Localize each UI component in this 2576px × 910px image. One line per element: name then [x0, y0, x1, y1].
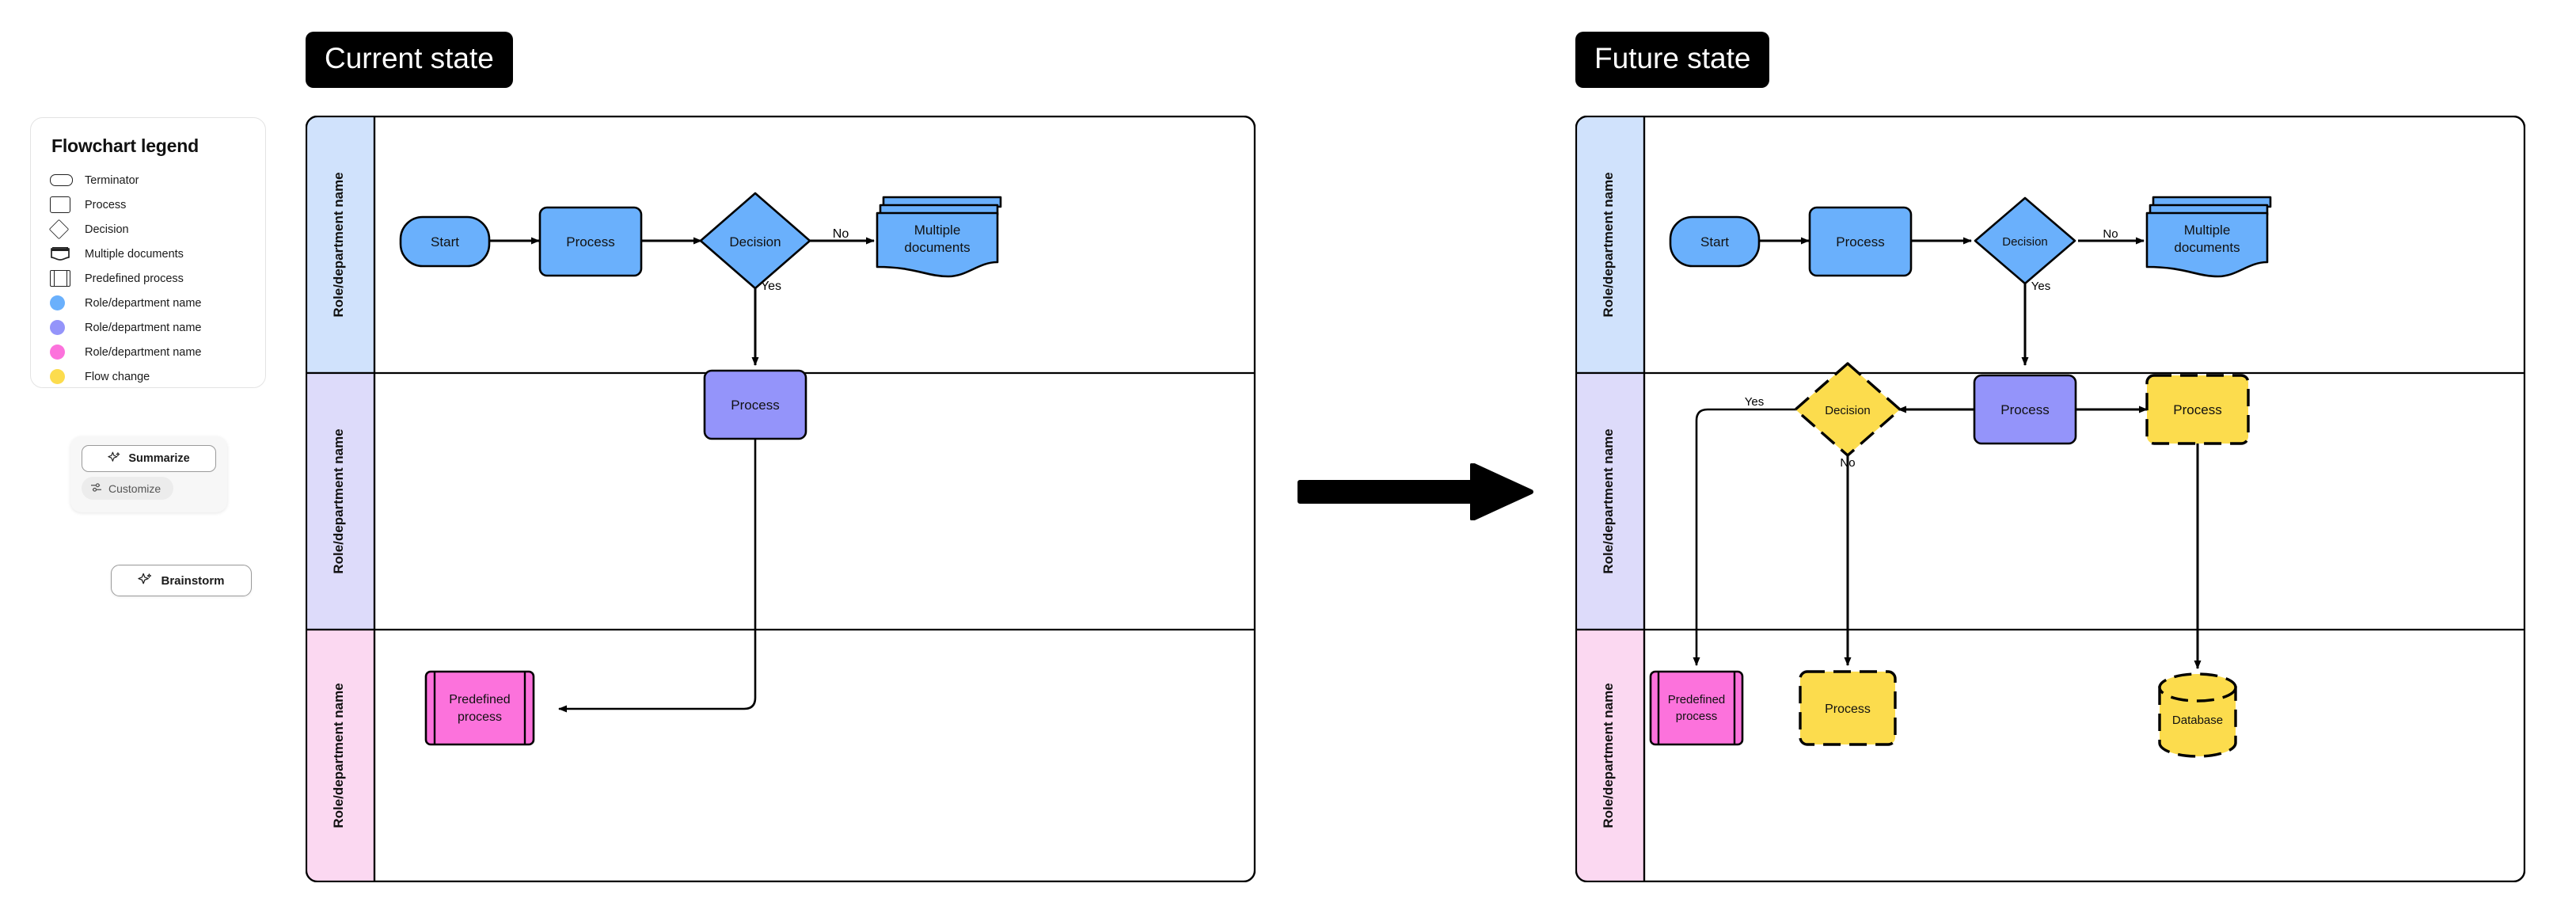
flowchart-legend: Flowchart legend Terminator Process Deci…	[30, 117, 266, 388]
edge-label-yes: Yes	[1745, 395, 1764, 409]
node-label: Decision	[729, 234, 781, 249]
lane-header-2	[306, 628, 376, 882]
summarize-label: Summarize	[128, 452, 190, 465]
node-label-line1: Multiple	[2184, 223, 2231, 238]
sliders-icon	[90, 482, 102, 495]
node-label-line1: Multiple	[914, 223, 961, 238]
node-predefined-process[interactable]: Predefined process	[1649, 670, 1744, 746]
edge-label-no: No	[2103, 227, 2118, 241]
edge-decision2-predefined	[1693, 408, 1797, 666]
node-multiple-documents[interactable]: Multiple documents	[876, 196, 1002, 278]
legend-item-label: Terminator	[85, 173, 139, 187]
legend-item-predefined-process: Predefined process	[50, 266, 246, 291]
node-label-line1: Predefined	[449, 693, 510, 706]
node-label: Decision	[1825, 404, 1871, 417]
process-icon	[50, 196, 85, 213]
node-label: Database	[2172, 714, 2223, 727]
current-state-badge: Current state	[306, 32, 513, 88]
legend-item-label: Flow change	[85, 370, 150, 383]
edge-label-yes: Yes	[2031, 280, 2050, 293]
lane-label: Role/department name	[331, 428, 346, 573]
edge-label-yes: Yes	[761, 280, 781, 293]
node-label: Process	[2000, 402, 2049, 417]
legend-title: Flowchart legend	[51, 135, 199, 156]
legend-item-label: Role/department name	[85, 345, 202, 359]
node-process-2[interactable]: Process	[703, 369, 807, 440]
dot-purple-icon	[50, 320, 85, 335]
legend-item-label: Predefined process	[85, 272, 184, 285]
future-state-badge: Future state	[1575, 32, 1770, 88]
node-label-line2: documents	[2174, 240, 2240, 255]
dot-yellow-icon	[50, 369, 85, 384]
transition-arrow	[1297, 463, 1534, 524]
customize-button[interactable]: Customize	[82, 477, 174, 500]
node-label: Start	[431, 234, 459, 249]
lane-label: Role/department name	[331, 683, 346, 828]
legend-item-label: Role/department name	[85, 321, 202, 334]
legend-item-role-blue: Role/department name	[50, 291, 246, 315]
legend-item-terminator: Terminator	[50, 168, 246, 192]
dot-pink-icon	[50, 345, 85, 360]
current-state-diagram[interactable]: Role/department name Role/department nam…	[306, 116, 1256, 882]
node-database[interactable]: Database	[2158, 672, 2237, 758]
dot-blue-icon	[50, 295, 85, 310]
node-process-3[interactable]: Process	[2145, 374, 2250, 445]
node-process-4[interactable]: Process	[1799, 670, 1897, 746]
lane-label: Role/department name	[1601, 683, 1616, 828]
node-label: Process	[566, 234, 614, 249]
node-label: Decision	[2002, 235, 2048, 249]
predefined-process-icon	[50, 270, 85, 287]
node-label: Start	[1700, 234, 1729, 249]
future-state-diagram[interactable]: Role/department name Role/department nam…	[1575, 116, 2525, 882]
node-label-line2: process	[1676, 710, 1718, 723]
node-label-line1: Predefined	[1668, 693, 1726, 706]
edge-process2-predefined	[558, 391, 757, 713]
node-label: Process	[731, 398, 779, 413]
legend-item-role-pink: Role/department name	[50, 340, 246, 364]
edge-label-no: No	[833, 227, 849, 241]
legend-item-role-purple: Role/department name	[50, 315, 246, 340]
node-start[interactable]: Start	[1669, 215, 1761, 268]
node-label: Process	[1836, 234, 1884, 249]
node-label-line2: process	[458, 710, 502, 724]
lane-label: Role/department name	[331, 172, 346, 317]
sparkle-icon	[138, 572, 153, 590]
node-process-1[interactable]: Process	[538, 206, 643, 277]
brainstorm-button[interactable]: Brainstorm	[111, 565, 252, 596]
multiple-documents-icon	[50, 246, 85, 263]
node-label: Process	[1825, 702, 1871, 716]
ai-toolbar-summarize: Summarize Customize	[70, 436, 227, 512]
legend-item-label: Multiple documents	[85, 247, 184, 261]
legend-item-label: Process	[85, 198, 127, 211]
node-process-1[interactable]: Process	[1808, 206, 1913, 277]
brainstorm-label: Brainstorm	[161, 573, 225, 588]
node-predefined-process[interactable]: Predefined process	[424, 670, 535, 746]
node-start[interactable]: Start	[399, 215, 491, 268]
node-multiple-documents[interactable]: Multiple documents	[2145, 196, 2272, 278]
legend-item-process: Process	[50, 192, 246, 217]
node-decision-1[interactable]: Decision	[1974, 196, 2076, 285]
lane-header-2	[1575, 628, 1646, 882]
lane-header-1	[1575, 371, 1646, 631]
node-label-line2: documents	[904, 240, 970, 255]
node-decision-1[interactable]: Decision	[699, 192, 811, 290]
summarize-button[interactable]: Summarize	[82, 445, 216, 472]
legend-item-label: Decision	[85, 223, 129, 236]
node-process-2[interactable]: Process	[1973, 374, 2077, 445]
node-label: Process	[2173, 402, 2221, 417]
edge-label-no: No	[1840, 456, 1855, 470]
legend-item-decision: Decision	[48, 217, 246, 242]
legend-item-flow-change: Flow change	[50, 364, 246, 389]
terminator-icon	[50, 174, 85, 186]
customize-label: Customize	[108, 482, 161, 495]
decision-icon	[48, 219, 85, 240]
node-decision-2[interactable]: Decision	[1794, 362, 1902, 457]
legend-item-label: Role/department name	[85, 296, 202, 310]
lane-label: Role/department name	[1601, 172, 1616, 317]
sparkle-icon	[108, 451, 121, 467]
lane-label: Role/department name	[1601, 428, 1616, 573]
legend-item-multiple-documents: Multiple documents	[50, 242, 246, 266]
